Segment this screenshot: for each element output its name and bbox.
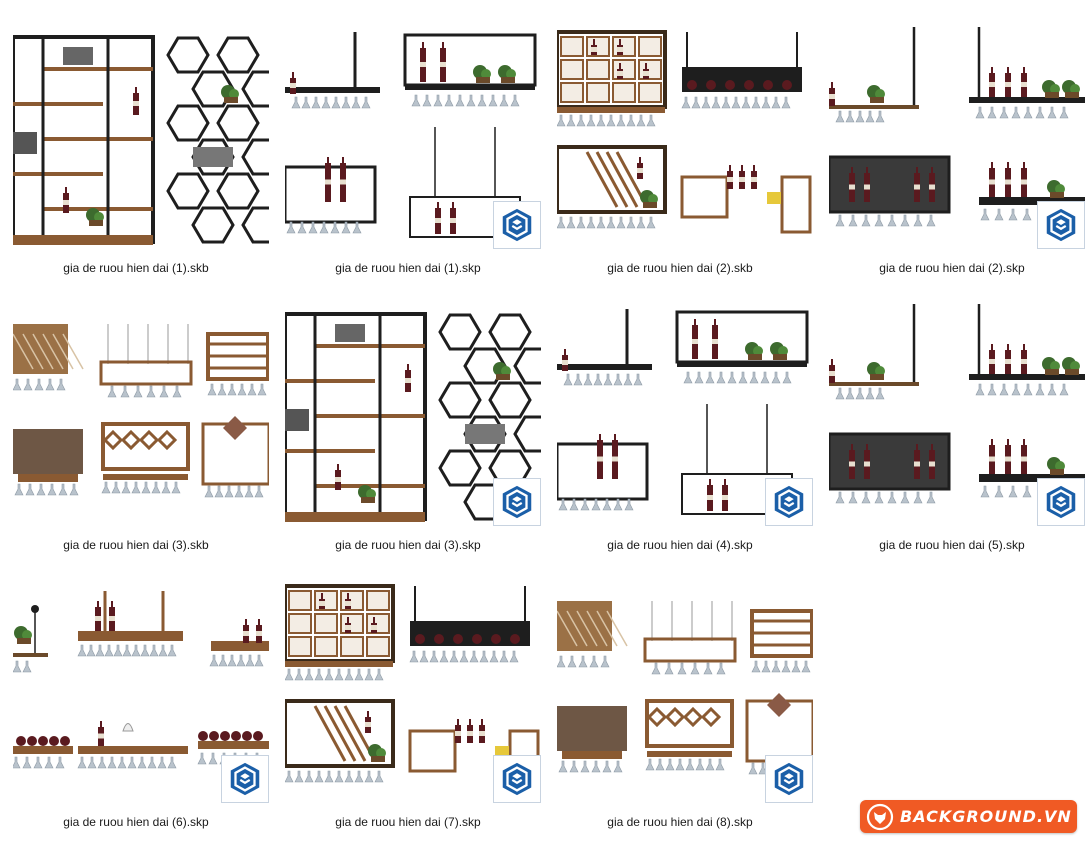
file-name[interactable]: gia de ruou hien dai (3).skb [63, 538, 209, 552]
sketchup-icon [765, 478, 813, 526]
file-name[interactable]: gia de ruou hien dai (1).skp [335, 261, 481, 275]
file-name[interactable]: gia de ruou hien dai (1).skb [63, 261, 209, 275]
file-thumbnail[interactable] [13, 304, 269, 526]
file-name[interactable]: gia de ruou hien dai (8).skp [607, 815, 753, 829]
file-thumbnail[interactable] [13, 27, 269, 249]
file-item[interactable]: gia de ruou hien dai (8).skp [544, 554, 816, 831]
file-thumbnail[interactable] [829, 304, 1085, 526]
file-thumbnail[interactable] [13, 581, 269, 803]
sketchup-icon [493, 478, 541, 526]
file-item[interactable]: gia de ruou hien dai (1).skb [0, 0, 272, 277]
file-thumbnail[interactable] [285, 581, 541, 803]
sketchup-icon [1037, 201, 1085, 249]
file-item[interactable]: gia de ruou hien dai (7).skp [272, 554, 544, 831]
file-name[interactable]: gia de ruou hien dai (7).skp [335, 815, 481, 829]
file-item[interactable]: gia de ruou hien dai (1).skp [272, 0, 544, 277]
file-thumbnail[interactable] [829, 27, 1085, 249]
file-name[interactable]: gia de ruou hien dai (2).skp [879, 261, 1025, 275]
file-name[interactable]: gia de ruou hien dai (4).skp [607, 538, 753, 552]
file-name[interactable]: gia de ruou hien dai (5).skp [879, 538, 1025, 552]
file-thumbnail[interactable] [285, 304, 541, 526]
sketchup-icon [221, 755, 269, 803]
file-item[interactable]: gia de ruou hien dai (2).skp [816, 0, 1088, 277]
backgroundvn-logo: BACKGROUND.VN [860, 800, 1077, 833]
file-item[interactable]: gia de ruou hien dai (2).skb [544, 0, 816, 277]
file-item[interactable]: gia de ruou hien dai (6).skp [0, 554, 272, 831]
file-item[interactable]: gia de ruou hien dai (3).skb [0, 277, 272, 554]
fox-logo-icon [866, 803, 894, 830]
file-thumbnail[interactable] [557, 304, 813, 526]
sketchup-icon [765, 755, 813, 803]
file-name[interactable]: gia de ruou hien dai (6).skp [63, 815, 209, 829]
file-thumbnail[interactable] [557, 581, 813, 803]
file-name[interactable]: gia de ruou hien dai (2).skb [607, 261, 753, 275]
sketchup-icon [1037, 478, 1085, 526]
file-item[interactable]: gia de ruou hien dai (4).skp [544, 277, 816, 554]
sketchup-icon [493, 201, 541, 249]
file-name[interactable]: gia de ruou hien dai (3).skp [335, 538, 481, 552]
file-item[interactable]: gia de ruou hien dai (5).skp [816, 277, 1088, 554]
brand-text: BACKGROUND.VN [900, 807, 1072, 826]
file-thumbnail[interactable] [285, 27, 541, 249]
file-item[interactable]: gia de ruou hien dai (3).skp [272, 277, 544, 554]
file-thumbnail[interactable] [557, 27, 813, 249]
sketchup-icon [493, 755, 541, 803]
